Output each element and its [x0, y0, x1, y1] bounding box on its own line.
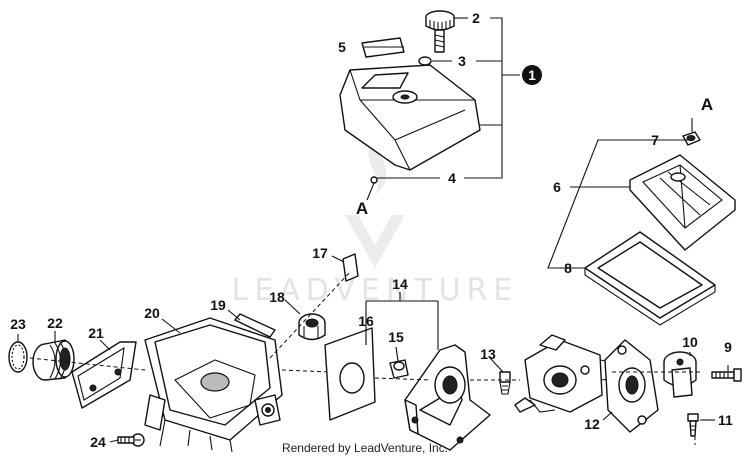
- part-knob: [425, 10, 455, 53]
- callout-1-badge: [522, 65, 542, 85]
- part-pin-19: [234, 313, 276, 338]
- callout-1: 1: [528, 67, 536, 83]
- watermark-text: LEADVENTURE: [232, 273, 519, 308]
- callout-18: 18: [269, 289, 285, 305]
- watermark-logo-mark: [345, 215, 405, 268]
- part-grommet-18: [298, 313, 326, 341]
- callout-7: 7: [651, 132, 659, 148]
- part-nut-7: [682, 131, 701, 146]
- callout-11: 11: [718, 412, 733, 428]
- watermark: LEADVENTURE: [232, 140, 519, 308]
- callout-12: 12: [584, 416, 600, 432]
- part-plate-21: [71, 341, 137, 409]
- callout-10: 10: [682, 334, 698, 350]
- part-oring-4: [370, 176, 378, 184]
- part-gasket-16: [324, 327, 376, 421]
- callout-6: 6: [553, 179, 561, 195]
- part-gasket-17: [342, 253, 359, 282]
- callout-17: 17: [312, 245, 328, 261]
- callout-5: 5: [338, 39, 346, 55]
- part-insulator-14: [404, 344, 491, 451]
- part-screw-13: [499, 371, 511, 395]
- part-gasket-8: [584, 231, 716, 326]
- leaders-right: [602, 352, 729, 445]
- callout-2: 2: [472, 10, 480, 26]
- part-adapter-12: [604, 339, 659, 433]
- leaders-center: [365, 292, 520, 381]
- callout-14: 14: [392, 276, 408, 292]
- watermark-flame-mark: [368, 140, 387, 195]
- callout-labels: 1 2 3 4 5 6 7 8 9 10 11 12 13 14 15 16 1…: [10, 10, 733, 450]
- callout-8: 8: [564, 260, 572, 276]
- callout-9: 9: [724, 339, 732, 355]
- part-fitting-15: [389, 359, 409, 379]
- part-boot-22: [32, 339, 75, 381]
- part-air-cleaner-cover: [339, 64, 481, 171]
- part-carburetor: [514, 334, 615, 413]
- callout-4: 4: [448, 170, 456, 186]
- part-ring-23: [8, 341, 28, 373]
- callout-15: 15: [388, 329, 404, 345]
- part-oring-3: [418, 56, 432, 66]
- callout-19: 19: [210, 297, 226, 313]
- leaders-left: [17, 255, 351, 443]
- ref-A-top: A: [356, 199, 368, 218]
- part-cap-10: [663, 351, 697, 398]
- callout-21: 21: [88, 325, 104, 341]
- callout-13: 13: [480, 346, 496, 362]
- callout-22: 22: [47, 315, 63, 331]
- leaders-filter: [547, 118, 693, 269]
- callout-20: 20: [144, 305, 160, 321]
- callout-24: 24: [90, 434, 106, 450]
- part-housing-20: [144, 317, 283, 453]
- callout-3: 3: [458, 53, 466, 69]
- part-screw-9: [711, 368, 742, 382]
- part-screw-11: [687, 413, 699, 437]
- leaders-top: [364, 17, 520, 201]
- ref-A-right: A: [701, 95, 713, 114]
- callout-23: 23: [10, 316, 26, 332]
- callout-16: 16: [358, 313, 374, 329]
- part-screw-24: [117, 433, 145, 447]
- credit-text: Rendered by LeadVenture, Inc.: [282, 441, 448, 455]
